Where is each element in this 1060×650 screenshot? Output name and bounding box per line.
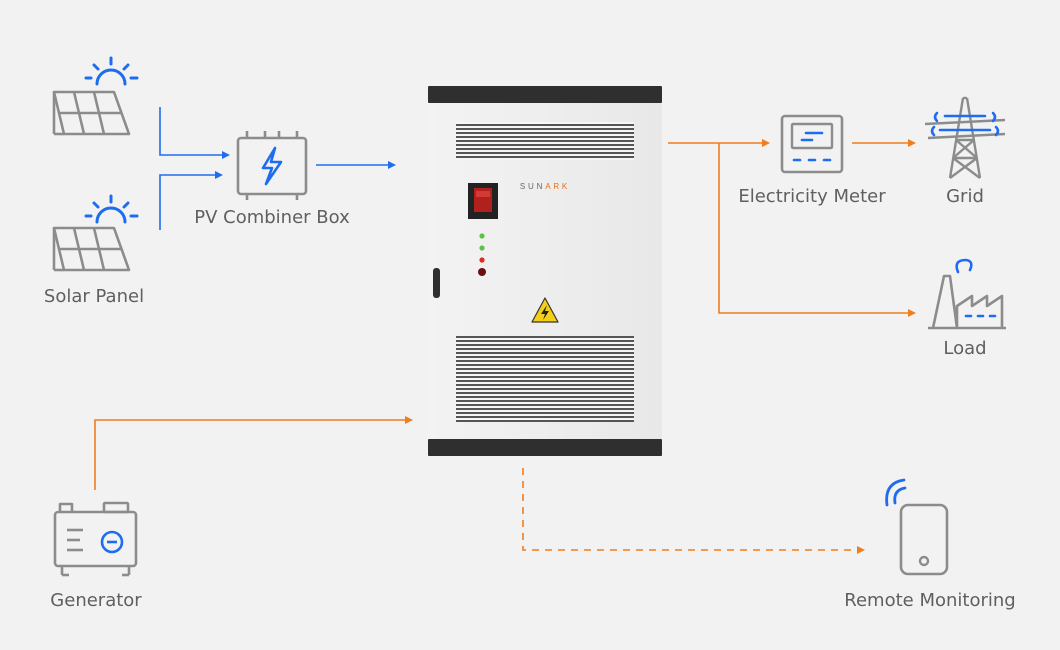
remote-monitoring-label: Remote Monitoring <box>844 590 1016 611</box>
indicator-lights <box>478 233 486 276</box>
generator-icon <box>53 501 138 577</box>
smartphone-icon <box>885 478 949 576</box>
energy-storage-cabinet: SUNARK <box>428 86 662 456</box>
door-handle <box>433 268 440 298</box>
ac-output-lines <box>668 139 916 317</box>
load-label: Load <box>943 338 987 359</box>
solar-to-combiner-lines <box>159 107 396 230</box>
factory-icon <box>928 258 1006 330</box>
connectors <box>94 107 916 554</box>
remote-monitoring-arrow <box>857 546 865 554</box>
generator-label: Generator <box>50 590 142 611</box>
grid-label: Grid <box>946 186 984 207</box>
breaker-switch <box>468 183 498 219</box>
transmission-tower-icon <box>924 96 1006 179</box>
electricity-meter-icon <box>780 114 844 174</box>
electricity-meter-label: Electricity Meter <box>738 186 886 207</box>
solar-panel-label: Solar Panel <box>43 286 145 307</box>
brand-logo: SUNARK <box>520 182 570 191</box>
upper-vent <box>456 122 634 160</box>
pv-combiner-box-label: PV Combiner Box <box>194 207 350 228</box>
remote-monitoring-line <box>522 468 855 551</box>
lower-vent <box>456 336 634 422</box>
generator-line <box>94 416 413 490</box>
combiner-box-icon <box>236 131 308 200</box>
solar-panel-icon <box>52 56 139 136</box>
warning-sign-icon <box>531 297 559 323</box>
solar-panel-icon <box>52 194 139 272</box>
